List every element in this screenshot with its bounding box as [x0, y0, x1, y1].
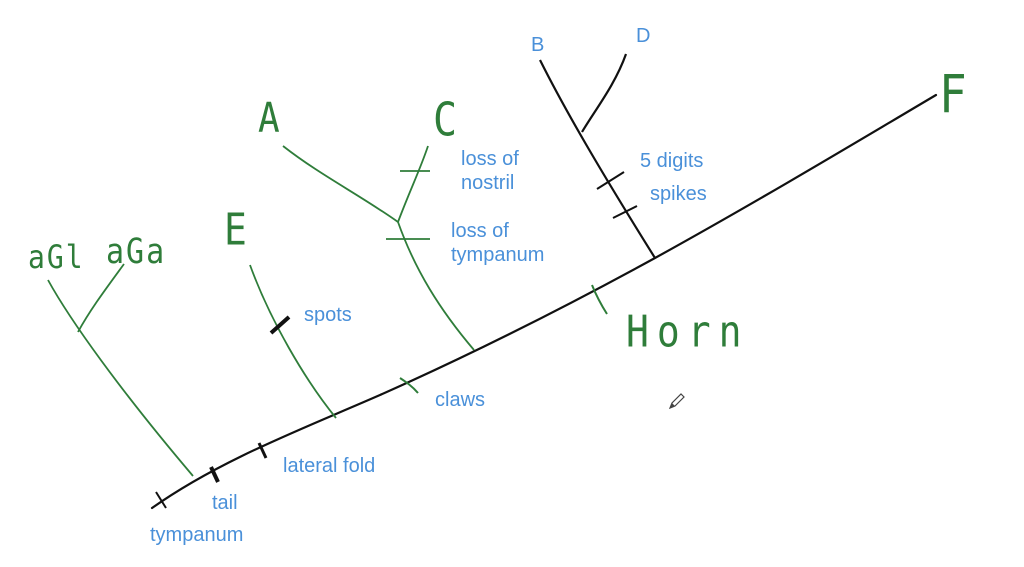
taxon-c: C [433, 94, 460, 147]
taxon-f: F [939, 63, 969, 126]
tick-spikes [612, 205, 638, 219]
tick-claws [399, 377, 419, 394]
label-claws: claws [435, 389, 486, 411]
tick-spots [269, 315, 291, 335]
taxon-a2: aGa [106, 232, 167, 273]
taxon-a1: aGl [28, 238, 85, 276]
branch-aga-aga-root [47, 279, 194, 477]
tick-5-digits [596, 171, 625, 190]
tick-tail [209, 466, 220, 483]
taxon-d: D [636, 25, 651, 47]
taxon-horn: Horn [626, 306, 750, 357]
pencil-cursor-icon [668, 393, 685, 410]
tick-horn [591, 284, 608, 315]
label-tail: tail [212, 492, 238, 514]
taxon-a: A [258, 95, 282, 143]
main-trunk-line [150, 93, 938, 510]
branch-c [397, 145, 429, 223]
branch-aga [77, 263, 125, 333]
label-spikes: spikes [650, 183, 707, 205]
branch-e [249, 264, 337, 419]
taxon-b: B [531, 34, 545, 56]
label-loss-of-nostril: loss of nostril [461, 148, 519, 194]
label-lateral-fold: lateral fold [283, 455, 376, 477]
label-spots: spots [304, 304, 352, 326]
label-5-digits: 5 digits [640, 150, 704, 172]
tick-lateral-fold [257, 442, 268, 459]
label-tympanum: tympanum [150, 524, 244, 546]
branch-a [282, 145, 399, 223]
taxon-e: E [224, 204, 249, 255]
branch-d-line [581, 53, 628, 133]
tick-tympanum [155, 491, 167, 509]
branch-b-line [539, 59, 656, 259]
label-loss-of-tympanum: loss of tympanum [451, 220, 545, 266]
